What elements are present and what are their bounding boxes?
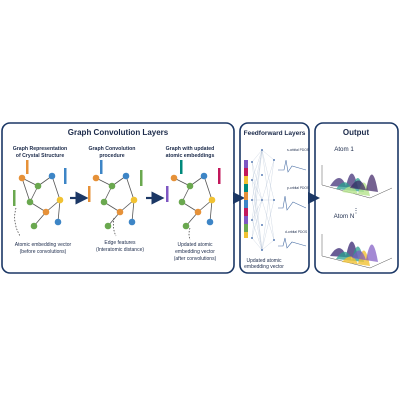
atom1-label: Atom 1 [334, 146, 354, 153]
atom-node [34, 182, 42, 190]
ff-panel-title: Feedforward Layers [244, 130, 306, 137]
atom-node [186, 182, 194, 190]
col1-title-line1: Graph Representation [13, 146, 67, 152]
atomN-pdos-3d-plot [321, 234, 393, 269]
col1-title-line2: of Crystal Structure [16, 153, 65, 159]
s-pdos-curve [278, 159, 307, 173]
embedding-vector-bar [218, 168, 221, 184]
crystal-graph-initial [13, 160, 67, 230]
col3-title-line1: Graph with updated [166, 146, 215, 152]
embedding-vector-bar [26, 160, 29, 174]
atom-node [194, 208, 202, 216]
p-pdos-label: p-orbital PDOS [287, 186, 310, 190]
crystal-graph-updated [166, 160, 221, 230]
col3-note-line1: Updated atomic [177, 242, 213, 248]
atom-node [104, 222, 112, 230]
atom-node [108, 182, 116, 190]
atom-node [170, 174, 178, 182]
d-pdos-curve [278, 237, 307, 249]
atom-node [130, 196, 138, 204]
atom-node [122, 172, 130, 180]
atom-node [92, 174, 100, 182]
col2-note-line2: (Interatomic distance) [96, 247, 144, 253]
output-panel-title: Output [343, 128, 370, 137]
pointer-dashed [14, 207, 21, 237]
col3-note-line3: (after convolutions) [174, 256, 217, 262]
pointer-dashed [112, 217, 117, 237]
atom-node [48, 172, 56, 180]
atom-node [26, 198, 34, 206]
atom-node [30, 222, 38, 230]
atom-node [200, 172, 208, 180]
atomN-label: Atom N [334, 213, 355, 220]
pointer-dashed [188, 227, 191, 241]
ellipsis-dots: ⋮ [353, 208, 360, 215]
atom-node [54, 218, 62, 226]
embedding-vector-bar [140, 170, 143, 186]
atom-node [128, 218, 136, 226]
embedding-vector-bar [180, 160, 183, 174]
atom-node [116, 208, 124, 216]
col1-note-line2: (before convolutions) [20, 249, 67, 255]
gcl-panel-title: Graph Convolution Layers [68, 128, 169, 137]
embedding-input-vector [244, 160, 248, 238]
atom-node [56, 196, 64, 204]
atom-node [178, 198, 186, 206]
nn-nodes [251, 149, 275, 251]
atom-node [18, 174, 26, 182]
atom-node [208, 196, 216, 204]
atom-node [182, 222, 190, 230]
p-pdos-curve [278, 195, 307, 211]
ff-input-note-line1: Updated atomic [246, 258, 282, 264]
col2-note-line1: Edge features [104, 240, 136, 246]
col2-title-line1: Graph Convolution [89, 146, 136, 152]
embedding-vector-bar [13, 190, 16, 206]
atom-node [42, 208, 50, 216]
embedding-vector-bar [166, 186, 169, 202]
ff-input-note-line2: embedding vector [244, 264, 284, 270]
atom1-pdos-3d-plot [321, 165, 393, 199]
atom-node [206, 218, 214, 226]
neural-network [251, 149, 275, 251]
col3-title-line2: atomic embeddings [166, 153, 215, 159]
ff-panel [239, 122, 310, 274]
embedding-vector-bar [88, 186, 91, 202]
s-pdos-label: s-orbital PDOS [287, 148, 310, 152]
crystal-graph-convolution [88, 160, 143, 230]
embedding-vector-bar [100, 160, 103, 174]
col1-note-line1: Atomic embedding vector [15, 242, 72, 248]
col2-title-line2: procedure [99, 153, 124, 159]
col3-note-line2: embedding vector [175, 249, 215, 255]
atom-node [100, 198, 108, 206]
embedding-vector-bar [64, 168, 67, 184]
d-pdos-label: d-orbital PDOS [285, 230, 308, 234]
